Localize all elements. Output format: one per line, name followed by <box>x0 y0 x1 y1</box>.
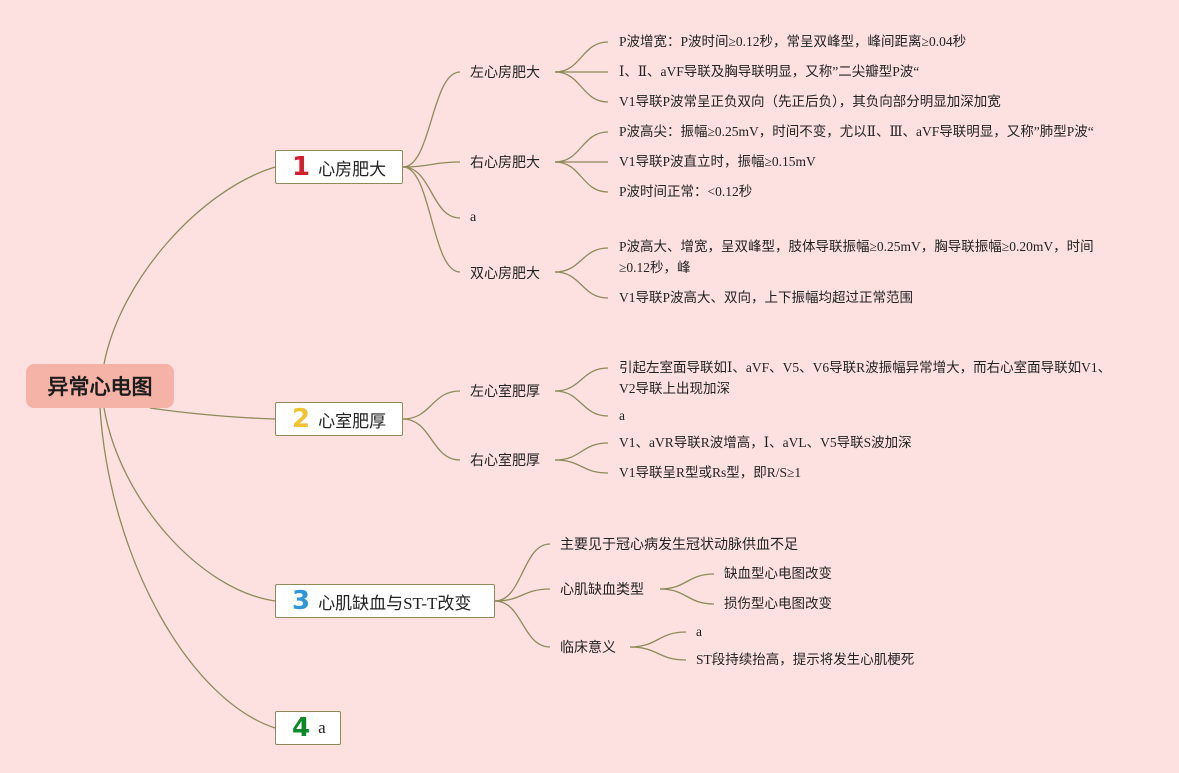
number-3-icon: 3 <box>292 586 311 616</box>
subtopic-left-atrial[interactable]: 左心房肥大 <box>470 66 540 81</box>
leaf-item[interactable]: 缺血型心电图改变 <box>724 566 832 581</box>
leaf-item[interactable]: a <box>619 408 625 423</box>
root-connector <box>149 407 276 420</box>
root-connector <box>103 166 276 365</box>
connector-curve <box>402 161 461 168</box>
connector-curve <box>494 543 551 602</box>
leaf-item[interactable]: 损伤型心电图改变 <box>724 596 832 611</box>
leaf-item[interactable]: Ⅰ、Ⅱ、aVF导联及胸导联明显，又称”二尖瓣型P波“ <box>619 64 920 79</box>
subtopic-a[interactable]: a <box>470 210 477 225</box>
connector-curve <box>629 646 687 661</box>
leaf-item[interactable]: P波增宽：P波时间≥0.12秒，常呈双峰型，峰间距离≥0.04秒 <box>619 34 967 49</box>
subtopic-clinical-significance[interactable]: 临床意义 <box>560 641 616 656</box>
leaf-item[interactable]: P波时间正常：<0.12秒 <box>619 184 753 199</box>
connector-curve <box>402 166 461 273</box>
connector-curve <box>402 71 461 168</box>
connector-curve <box>629 631 687 648</box>
leaf-item[interactable]: P波高尖：振幅≥0.25mV，时间不变，尤以Ⅱ、Ⅲ、aVF导联明显，又称”肺型P… <box>619 124 1094 139</box>
connector-curve <box>494 600 551 648</box>
connector-curve <box>554 161 609 193</box>
leaf-item[interactable]: V1、aVR导联R波增高，Ⅰ、aVL、V5导联S波加深 <box>619 435 912 450</box>
leaf-item[interactable]: ST段持续抬高，提示将发生心肌梗死 <box>696 652 915 667</box>
subtopic-left-ventricular[interactable]: 左心室肥厚 <box>470 385 540 400</box>
root-topic[interactable]: 异常心电图 <box>26 364 174 408</box>
topic-atrial-enlargement[interactable]: 1 心房肥大 <box>275 150 403 184</box>
leaf-item[interactable]: V1导联呈R型或Rs型，即R/S≥1 <box>619 465 802 480</box>
connector-curve <box>554 442 609 461</box>
topic-ventricular-hypertrophy[interactable]: 2 心室肥厚 <box>275 402 403 436</box>
connector-curve <box>554 41 609 73</box>
topic-myocardial-ischemia[interactable]: 3 心肌缺血与ST-T改变 <box>275 584 495 618</box>
leaf-item[interactable]: V1导联P波直立时，振幅≥0.15mV <box>619 154 816 169</box>
connector-curve <box>402 166 461 219</box>
subtopic-right-atrial[interactable]: 右心房肥大 <box>470 156 540 171</box>
topic-label: 心肌缺血与ST-T改变 <box>318 593 472 613</box>
connector-curve <box>554 271 609 299</box>
connector-curve <box>554 367 609 392</box>
topic-4[interactable]: 4 a <box>275 711 341 745</box>
leaf-item[interactable]: V1导联P波高大、双向，上下振幅均超过正常范围 <box>619 290 914 305</box>
subtopic-cause[interactable]: 主要见于冠心病发生冠状动脉供血不足 <box>560 538 798 553</box>
connector-curve <box>659 573 715 590</box>
leaf-item[interactable]: V1导联P波常呈正负双向（先正后负），其负向部分明显加深加宽 <box>619 94 1001 109</box>
topic-label: 心房肥大 <box>318 159 387 179</box>
subtopic-ischemia-types[interactable]: 心肌缺血类型 <box>560 583 644 598</box>
connector-curve <box>554 247 609 273</box>
connector-curve <box>554 390 609 417</box>
subtopic-bi-atrial[interactable]: 双心房肥大 <box>470 267 540 282</box>
connector-curve <box>402 390 461 420</box>
leaf-item[interactable]: 引起左室面导联如Ⅰ、aVF、V5、V6导联R波振幅异常增大，而右心室面导联如V1… <box>619 360 1112 396</box>
number-1-icon: 1 <box>292 152 311 182</box>
topic-label: a <box>318 718 326 737</box>
connector-curve <box>554 131 609 163</box>
root-connector <box>103 407 276 602</box>
connector-curve <box>554 459 609 474</box>
connector-curve <box>494 588 551 602</box>
number-2-icon: 2 <box>292 404 311 434</box>
topic-label: 心室肥厚 <box>318 411 387 431</box>
number-4-icon: 4 <box>292 713 311 743</box>
connector-curve <box>554 71 609 103</box>
root-connector <box>99 407 276 729</box>
subtopic-right-ventricular[interactable]: 右心室肥厚 <box>470 454 540 469</box>
leaf-item[interactable]: P波高大、增宽，呈双峰型，肢体导联振幅≥0.25mV，胸导联振幅≥0.20mV，… <box>619 239 1094 275</box>
leaf-item[interactable]: a <box>696 624 702 639</box>
connector-curve <box>402 418 461 461</box>
connector-curve <box>659 588 715 605</box>
